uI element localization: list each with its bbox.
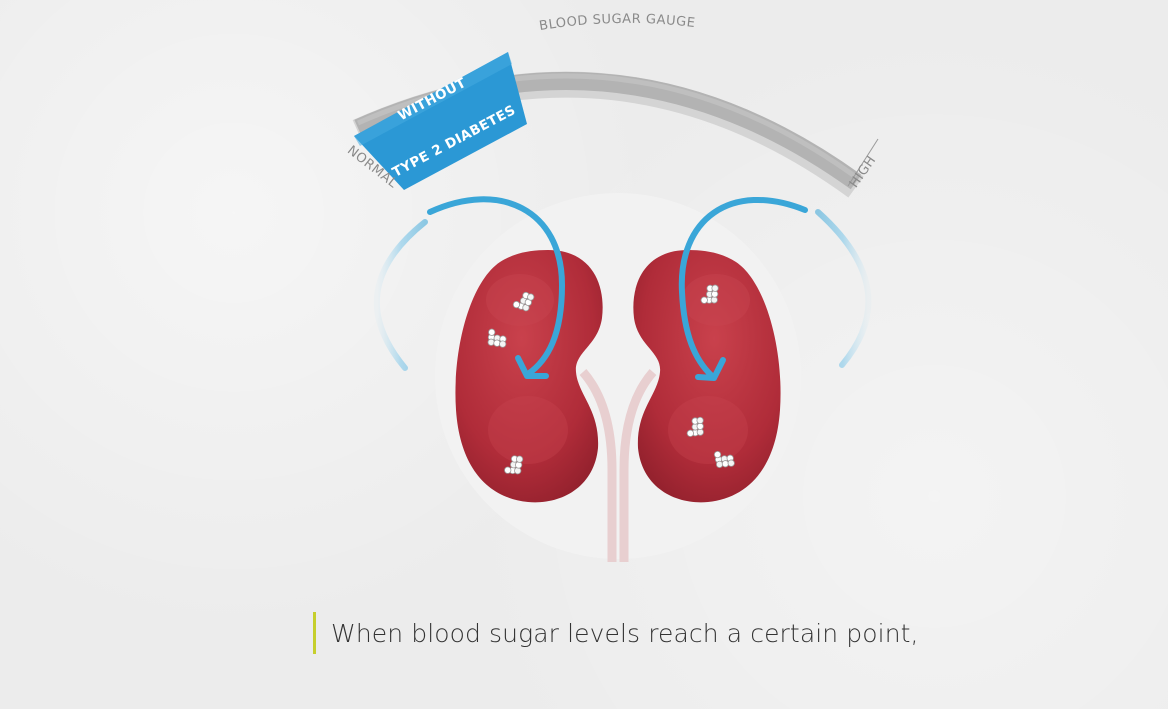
flow-glow-right: [815, 209, 872, 368]
flow-glow-left: [373, 219, 428, 371]
ureters: [579, 369, 657, 562]
curved-arrow-icon-right: [678, 197, 808, 381]
gauge-title: BLOOD SUGAR GAUGE: [538, 12, 696, 34]
gauge-high-tick: [847, 138, 879, 187]
curved-arrow-icon-left: [427, 196, 566, 379]
caption-text: When blood sugar levels reach a certain …: [331, 618, 919, 648]
blood-sugar-gauge: WITHOUT TYPE 2 DIABETES NORMAL HIGH: [344, 52, 879, 198]
caption-block: When blood sugar levels reach a certain …: [313, 612, 919, 654]
